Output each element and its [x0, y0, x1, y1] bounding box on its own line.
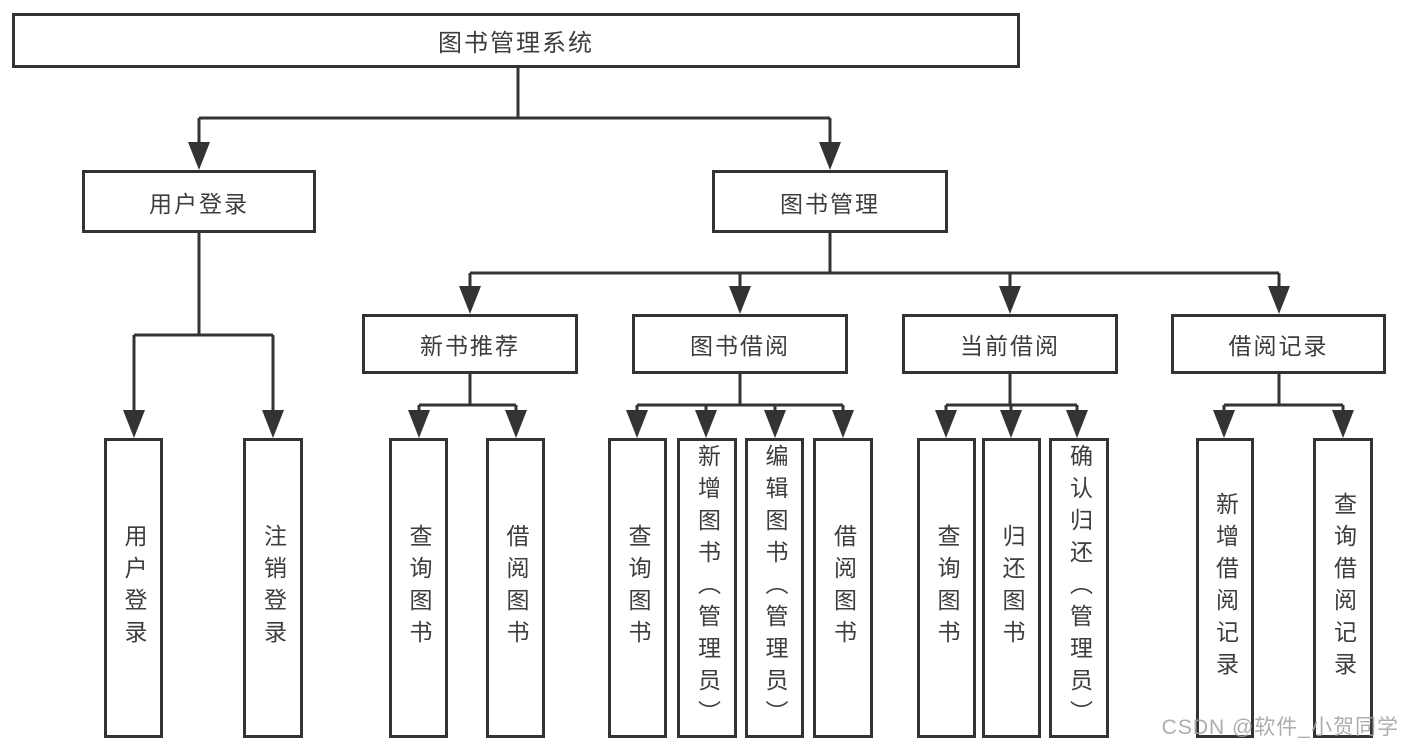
leaf-current-confirm-return-admin: 确认归还（管理员） — [1049, 438, 1109, 738]
arrowhead — [819, 142, 841, 170]
node-new-book-recommend: 新书推荐 — [362, 314, 578, 374]
leaf-current-query-book: 查询图书 — [917, 438, 976, 738]
arrowhead — [123, 410, 145, 438]
node-label: 编辑图书（管理员） — [762, 444, 788, 732]
node-label: 查询图书 — [934, 524, 960, 652]
arrowhead — [695, 410, 717, 438]
connector-newbook-to-leaves — [417, 374, 518, 414]
arrowhead — [1332, 410, 1354, 438]
arrowhead — [1268, 286, 1290, 314]
leaf-user-login: 用户登录 — [104, 438, 163, 738]
arrowhead — [832, 410, 854, 438]
arrowhead — [1213, 410, 1235, 438]
connector-bookmgmt-to-level3 — [468, 233, 1281, 290]
node-label: 图书管理 — [780, 190, 880, 217]
leaf-borrowing-query-book: 查询图书 — [608, 438, 667, 738]
node-label: 新增图书（管理员） — [694, 444, 721, 732]
arrowhead — [408, 410, 430, 438]
node-book-management: 图书管理 — [712, 170, 948, 233]
leaf-borrowing-borrow-book: 借阅图书 — [813, 438, 873, 738]
node-label: 图书借阅 — [690, 333, 790, 359]
node-borrowing-records: 借阅记录 — [1171, 314, 1386, 374]
node-label: 用户登录 — [121, 524, 147, 652]
connector-root-to-level2 — [197, 68, 832, 146]
node-label: 图书管理系统 — [438, 30, 594, 57]
node-label: 查询借阅记录 — [1330, 492, 1357, 684]
arrowhead — [935, 410, 957, 438]
node-label: 新书推荐 — [420, 333, 520, 359]
arrowhead — [764, 410, 786, 438]
leaf-records-add-record: 新增借阅记录 — [1196, 438, 1254, 738]
leaf-current-return-book: 归还图书 — [982, 438, 1041, 738]
leaf-logout-login: 注销登录 — [243, 438, 303, 738]
leaf-records-query-record: 查询借阅记录 — [1313, 438, 1373, 738]
node-label: 借阅图书 — [830, 524, 857, 652]
connector-records-to-leaves — [1222, 374, 1345, 414]
leaf-recommend-query-book: 查询图书 — [389, 438, 448, 738]
node-library-management-system: 图书管理系统 — [12, 13, 1020, 68]
csdn-watermark: CSDN @软件_小贺同学 — [1161, 716, 1399, 739]
node-book-borrowing: 图书借阅 — [632, 314, 848, 374]
arrowhead — [262, 410, 284, 438]
node-label: 查询图书 — [406, 524, 432, 652]
arrowhead — [999, 286, 1021, 314]
arrowhead — [459, 286, 481, 314]
arrowhead — [1066, 410, 1088, 438]
arrowheads — [123, 142, 1354, 438]
node-user-login: 用户登录 — [82, 170, 316, 233]
arrowhead — [626, 410, 648, 438]
leaf-borrowing-add-book-admin: 新增图书（管理员） — [677, 438, 737, 738]
node-label: 确认归还（管理员） — [1066, 444, 1093, 732]
connector-borrow-to-leaves — [635, 374, 845, 414]
node-label: 当前借阅 — [960, 333, 1060, 359]
node-label: 用户登录 — [149, 190, 249, 217]
arrowhead — [505, 410, 527, 438]
node-current-borrowing: 当前借阅 — [902, 314, 1118, 374]
arrowhead — [1000, 410, 1022, 438]
node-label: 借阅记录 — [1228, 333, 1329, 359]
node-label: 新增借阅记录 — [1212, 492, 1239, 684]
connector-current-to-leaves — [944, 374, 1079, 414]
node-label: 注销登录 — [260, 524, 287, 652]
connector-userlogin-to-leaves — [132, 233, 275, 414]
node-label: 归还图书 — [999, 524, 1025, 652]
leaf-recommend-borrow-book: 借阅图书 — [486, 438, 545, 738]
arrowhead — [188, 142, 210, 170]
node-label: 查询图书 — [625, 524, 651, 652]
node-label: 借阅图书 — [503, 524, 529, 652]
leaf-borrowing-edit-book-admin: 编辑图书（管理员） — [745, 438, 804, 738]
arrowhead — [729, 286, 751, 314]
